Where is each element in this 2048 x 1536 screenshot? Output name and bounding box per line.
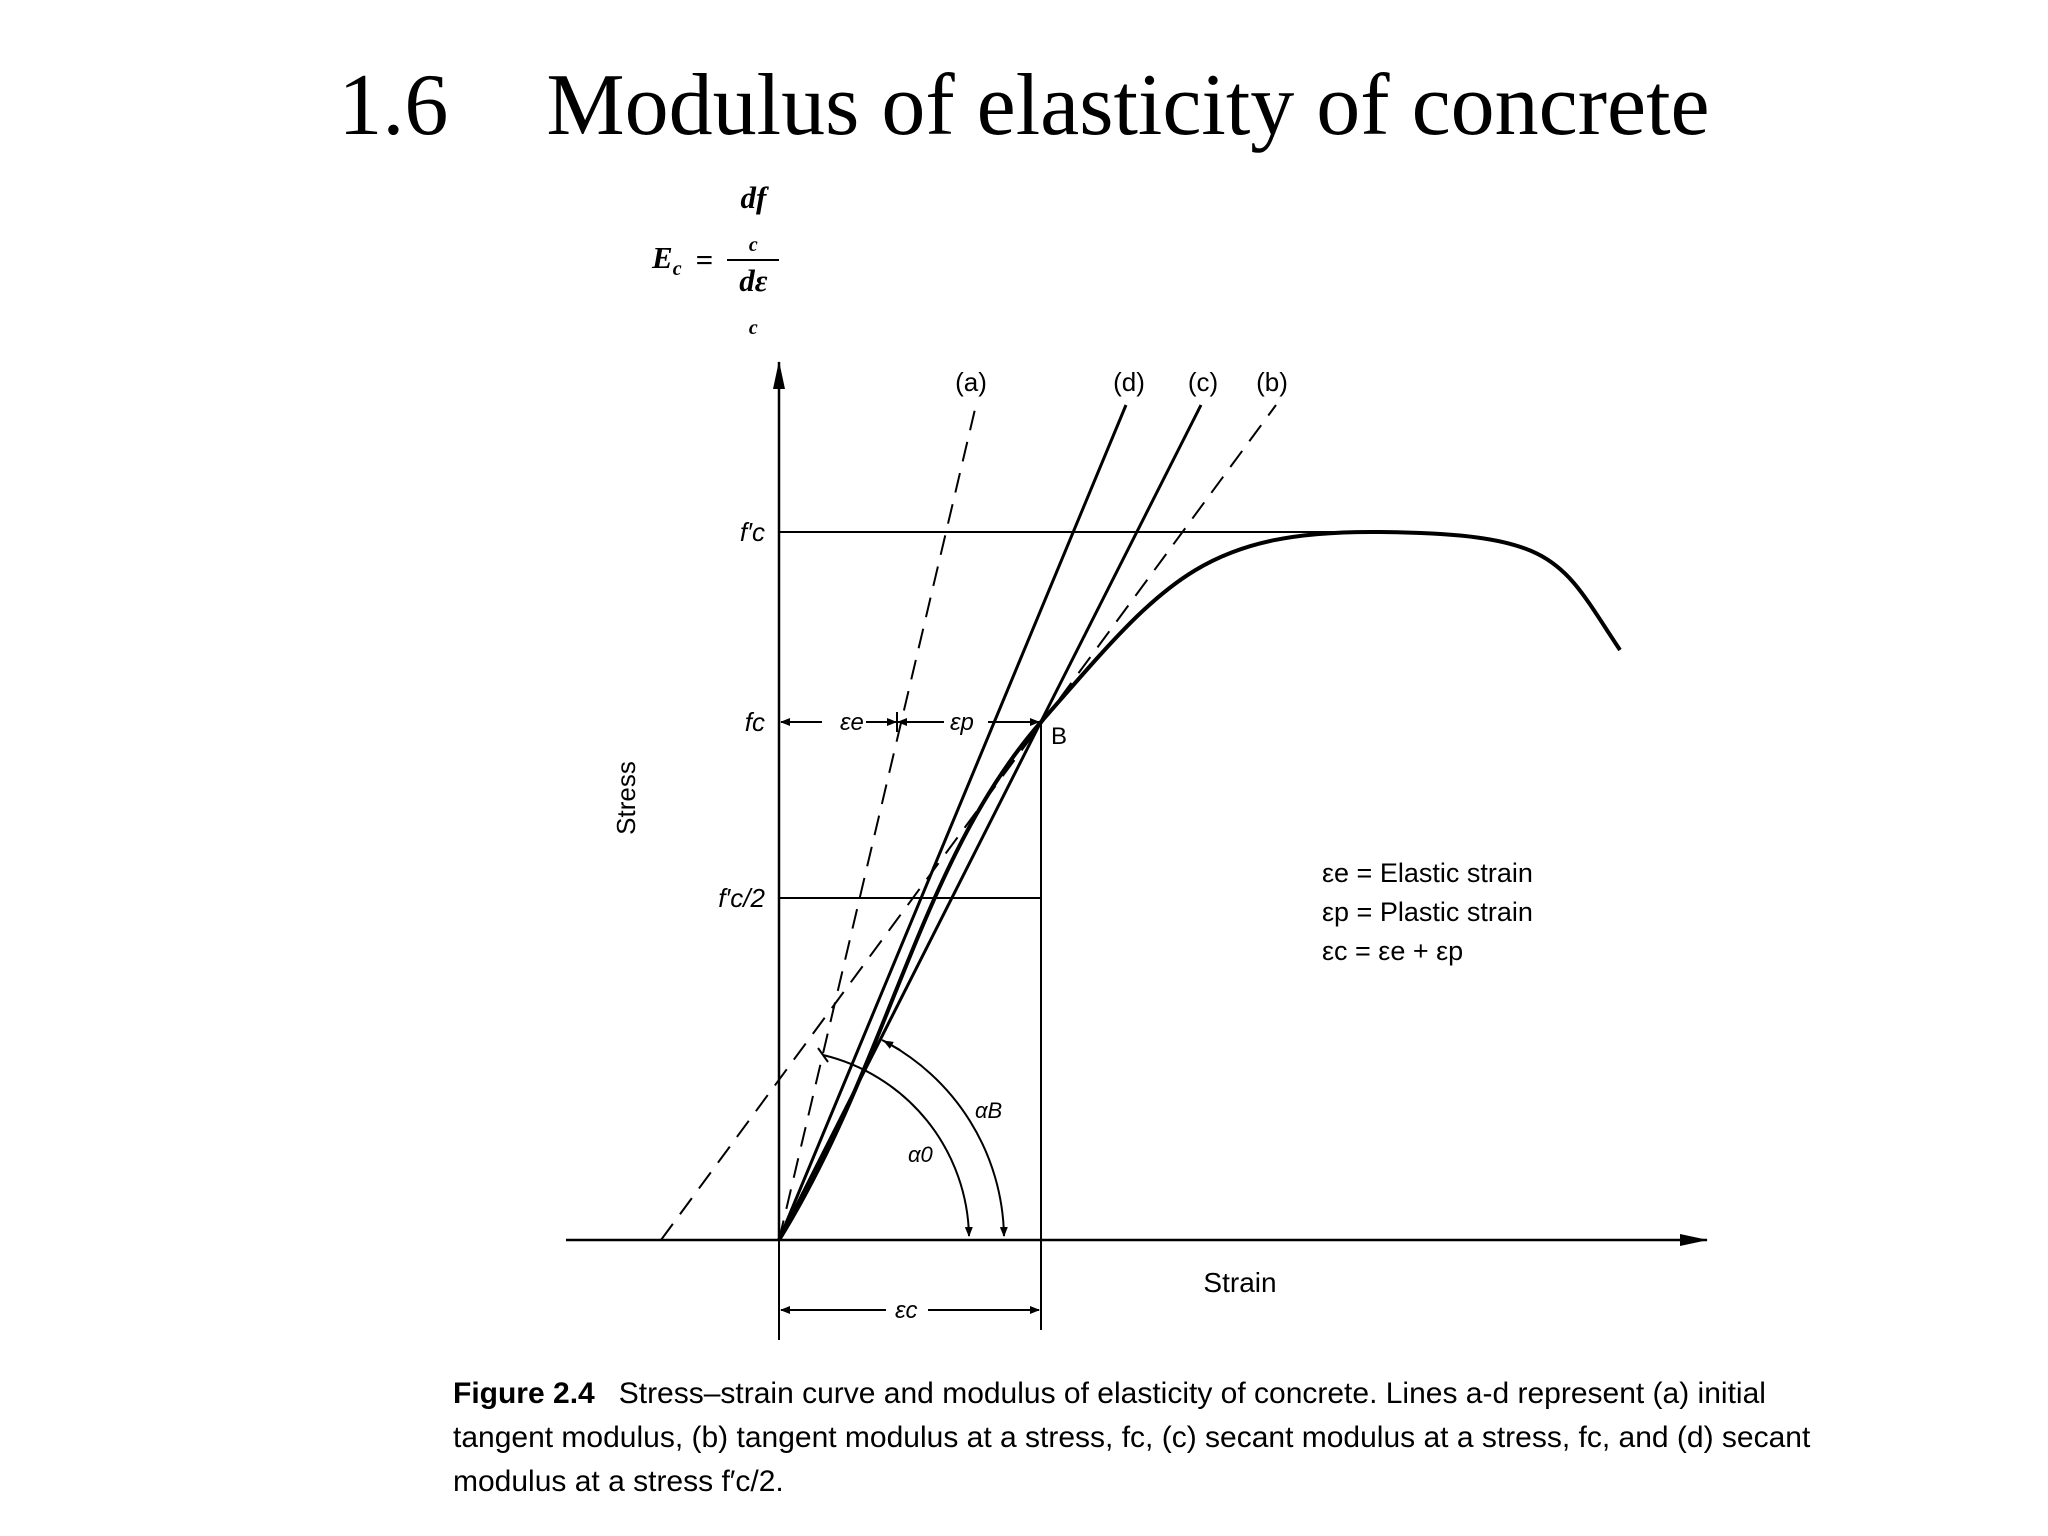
formula-equals: = — [695, 242, 714, 278]
figure-caption-text: Stress–strain curve and modulus of elast… — [453, 1377, 1811, 1498]
alpha-b-arc — [881, 1039, 1008, 1237]
line-b-tangent-at-fc — [660, 404, 1277, 1241]
alpha-0-arc-tick — [817, 1047, 829, 1063]
tick-fc-prime: f′c — [740, 517, 765, 547]
eps-c-label: εc — [895, 1297, 918, 1324]
figure-label: Figure 2.4 — [453, 1377, 595, 1410]
line-d-secant-at-fc-half — [777, 404, 1128, 1241]
alpha-0-label: α0 — [908, 1142, 934, 1167]
alpha-b-label: αB — [975, 1098, 1002, 1123]
alpha-0-arc — [822, 1054, 973, 1237]
eps-p-label: εp — [950, 709, 974, 736]
line-c-secant-at-fc — [777, 404, 1203, 1241]
alpha-b-arc-start-arrow — [883, 1040, 901, 1051]
tick-fc-half: f′c/2 — [718, 883, 765, 913]
point-b-label: B — [1051, 723, 1067, 750]
y-axis-title: Stress — [611, 761, 641, 835]
label-line-d: (d) — [1113, 367, 1145, 397]
stress-strain-curve — [777, 529, 1622, 1242]
legend-total: εc = εe + εp — [1322, 936, 1463, 966]
formula-lhs: Ec — [652, 239, 682, 280]
section-title: Modulus of elasticity of concrete — [546, 57, 1710, 154]
eps-e-label: εe — [840, 709, 864, 736]
legend-plastic: εp = Plastic strain — [1322, 897, 1533, 927]
section-number: 1.6 — [338, 57, 449, 154]
x-axis-title: Strain — [1203, 1267, 1276, 1298]
label-line-b: (b) — [1256, 367, 1288, 397]
label-line-c: (c) — [1188, 367, 1218, 397]
legend-elastic: εe = Elastic strain — [1322, 858, 1533, 888]
label-line-a: (a) — [955, 367, 987, 397]
tick-fc: fc — [745, 707, 765, 737]
line-a-initial-tangent — [778, 404, 977, 1241]
